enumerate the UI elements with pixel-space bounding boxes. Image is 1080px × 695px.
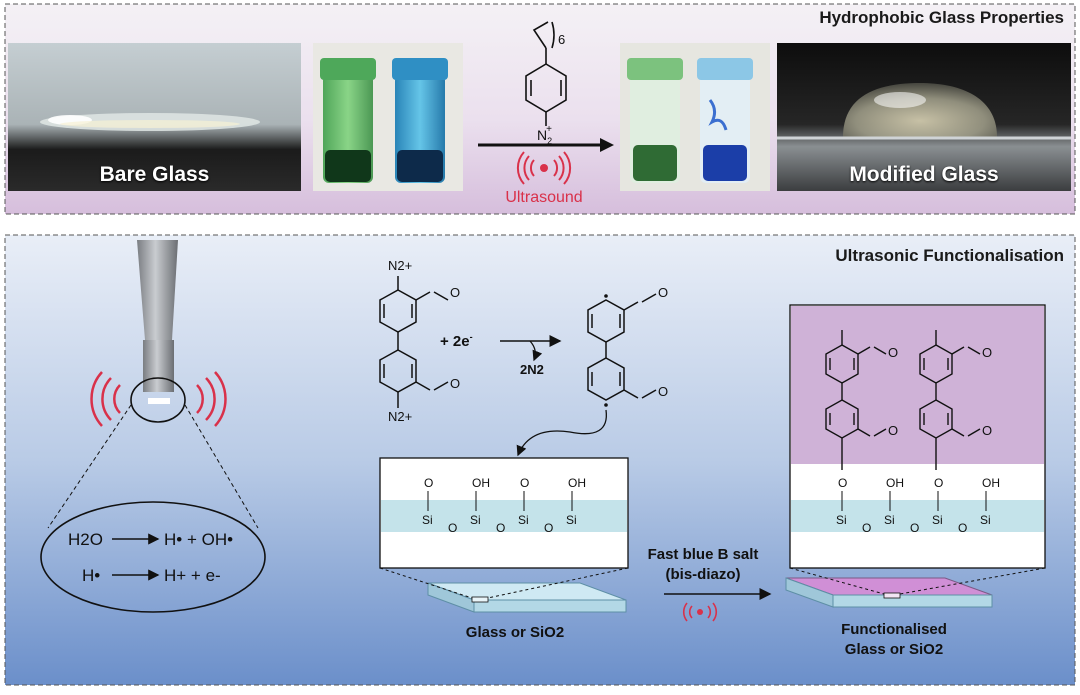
silicon-atom: Si — [980, 513, 991, 527]
bridge-oxygen: O — [544, 521, 553, 535]
glass-label: Glass or SiO2 — [465, 624, 565, 641]
surface-group: O — [520, 476, 529, 490]
methoxy-8: O — [982, 423, 993, 438]
functionalised-label-line1: Functionalised — [841, 621, 947, 638]
sonolysis-water-products: H• + OH• — [164, 530, 234, 549]
surface-group: OH — [886, 476, 904, 490]
bridge-oxygen: O — [910, 521, 919, 535]
surface-group: OH — [472, 476, 490, 490]
grafted-biaryl-structures — [825, 330, 981, 470]
bridge-oxygen: O — [958, 521, 967, 535]
diazonium-label: N2+ — [537, 124, 552, 146]
bottom-panel-title: Ultrasonic Functionalisation — [835, 246, 1064, 265]
vials-before-photo — [313, 43, 463, 191]
surface-group: OH — [568, 476, 586, 490]
silicon-atom: Si — [470, 513, 481, 527]
zoom-line-slide-right-a — [789, 567, 885, 595]
ultrasound-icon — [516, 151, 572, 185]
surface-group: O — [424, 476, 433, 490]
bridge-oxygen: O — [862, 521, 871, 535]
sonolysis-ellipse — [40, 501, 266, 613]
diazonium-top-label: N2+ — [388, 258, 413, 273]
bare-glass-photo — [8, 43, 301, 191]
bridge-oxygen: O — [496, 521, 505, 535]
zoom-line-left — [47, 404, 132, 529]
horn-sonication-waves — [90, 371, 227, 427]
sonolysis-hydrogen-reactant: H• — [82, 566, 101, 585]
silicon-atom: Si — [566, 513, 577, 527]
methoxy-4: O — [658, 384, 669, 399]
surface-group: O — [838, 476, 847, 490]
zoom-line-right — [184, 404, 259, 529]
zoom-line-slide-left-a — [379, 567, 473, 599]
top-arrow-head — [600, 138, 614, 152]
functionalised-slide — [785, 577, 993, 608]
modified-glass-photo — [777, 43, 1071, 191]
glass-slide — [427, 582, 627, 613]
silicon-atom: Si — [884, 513, 895, 527]
silicon-atom: Si — [422, 513, 433, 527]
surface-group: O — [934, 476, 943, 490]
methoxy-7: O — [982, 345, 993, 360]
methoxy-6: O — [888, 423, 899, 438]
reagent-name-line2: (bis-diazo) — [665, 566, 741, 583]
bridge-oxygen: O — [448, 521, 457, 535]
chain-repeat-count: 6 — [558, 32, 565, 47]
sonolysis-water-reactant: H2O — [68, 530, 103, 549]
methoxy-2: O — [450, 376, 461, 391]
ultrasound-label: Ultrasound — [505, 189, 583, 206]
functionalised-label-line2: Glass or SiO2 — [844, 641, 944, 658]
diazonium-bottom-label: N2+ — [388, 409, 413, 424]
methoxy-3: O — [658, 285, 669, 300]
sonication-horn — [130, 240, 186, 423]
byproduct-arrow — [529, 340, 543, 362]
top-panel-title: Hydrophobic Glass Properties — [819, 8, 1064, 27]
methoxy-5: O — [888, 345, 899, 360]
sonolysis-hydrogen-products: H+ + e- — [164, 566, 221, 585]
radical-dot-top — [604, 294, 608, 298]
electron-equation: + 2e- — [440, 332, 473, 350]
bis-diazonium-structure — [379, 276, 449, 408]
modified-glass-label: Modified Glass — [849, 163, 999, 186]
surface-functionalised-box — [789, 304, 1046, 569]
radical-dot-bottom — [604, 403, 608, 407]
biaryl-radical-structure — [587, 293, 657, 401]
methoxy-1: O — [450, 285, 461, 300]
reagent-name-line1: Fast blue B salt — [647, 546, 759, 563]
surface-group: OH — [982, 476, 1000, 490]
vials-after-photo — [620, 43, 770, 191]
nitrogen-byproduct: 2N2 — [520, 362, 544, 377]
silicon-atom: Si — [932, 513, 943, 527]
grafting-arrow — [516, 409, 607, 457]
zoom-line-slide-right-b — [899, 567, 1046, 595]
silicon-atom: Si — [836, 513, 847, 527]
silicon-atom: Si — [518, 513, 529, 527]
bare-glass-label: Bare Glass — [99, 163, 210, 186]
surface-bare-box — [379, 457, 629, 569]
ultrasound-icon-small — [682, 602, 718, 622]
alkyl-diazonium-structure — [525, 21, 567, 126]
